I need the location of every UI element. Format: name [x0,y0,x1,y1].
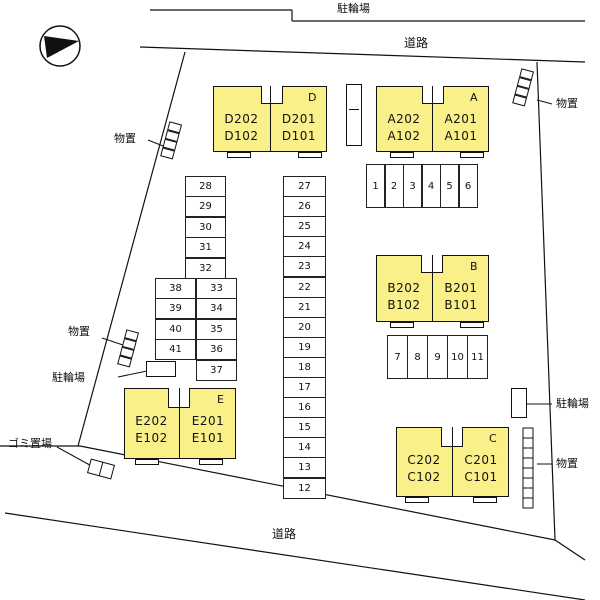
bike-parking-label-right: 駐輪場 [556,397,589,410]
storage-shed-right-top [512,68,535,107]
parking-space-23: 23 [283,256,326,278]
parking-space-28: 28 [185,176,226,197]
parking-space-29: 29 [185,196,226,218]
building-a-right-unit: A201 A101 [444,112,478,143]
building-e-letter: E [217,393,224,406]
parking-space-10: 10 [447,335,468,379]
parking-space-30: 30 [185,216,226,238]
parking-space-32: 32 [185,257,226,279]
parking-space-12: 12 [283,477,326,499]
parking-space-14: 14 [283,437,326,459]
storage-label-right-bottom: 物置 [556,457,578,470]
parking-space-27: 27 [283,176,326,197]
garbage-area [86,458,116,480]
building-c-letter: C [489,432,497,445]
parking-space-9: 9 [427,335,448,379]
parking-space-6: 6 [458,164,478,208]
parking-space-7: 7 [387,335,408,379]
bottom-road-label: 道路 [272,527,297,541]
site-boundary [536,61,556,541]
bike-parking-left [146,361,176,377]
parking-space-17: 17 [283,377,326,398]
building-a-left-unit: A202 A102 [387,112,421,143]
building-d-letter: D [308,91,317,104]
building-c-left-unit: C202 C102 [407,453,441,484]
parking-space-33: 33 [196,278,237,299]
storage-label-left-top: 物置 [114,132,136,145]
garbage-area-label: ゴミ置場 [8,437,52,450]
parking-space-26: 26 [283,196,326,218]
storage-shed-right-bottom [522,427,534,509]
parking-space-16: 16 [283,397,326,419]
north-arrow-icon [39,25,81,67]
parking-space-3: 3 [403,164,422,208]
site-boundary [77,51,186,447]
parking-space-25: 25 [283,216,326,238]
bottom-road-edge [4,512,586,600]
building-b-letter: B [470,260,478,273]
storage-shed-left-top [160,121,183,160]
parking-space-37: 37 [196,359,237,381]
parking-space-2: 2 [384,164,404,208]
parking-space-5: 5 [440,164,459,208]
bottom-road-edge [554,539,586,561]
building-b-right-unit: B201 B101 [444,281,478,312]
building-d-left-unit: D202 D102 [224,112,259,143]
parking-space-36: 36 [196,339,237,361]
bike-parking-label-top: 駐輪場 [337,2,370,15]
building-e-left-unit: E202 E102 [135,414,168,445]
storage-label-right-top: 物置 [556,97,578,110]
storage-label-left-mid: 物置 [68,325,90,338]
bike-parking-right [511,388,527,418]
building-d-right-unit: D201 D101 [281,112,317,143]
storage-shed-left-mid [117,329,140,368]
building-c-right-unit: C201 C101 [464,453,498,484]
parking-space-8: 8 [407,335,428,379]
parking-space-18: 18 [283,356,326,378]
parking-space-39: 39 [155,298,196,320]
top-road-label: 道路 [404,36,429,50]
parking-space-24: 24 [283,236,326,258]
bike-parking-label-left: 駐輪場 [52,371,85,384]
parking-space-38: 38 [155,278,196,299]
parking-space-13: 13 [283,457,326,479]
parking-space-19: 19 [283,336,326,358]
parking-space-4: 4 [421,164,441,208]
parking-space-31: 31 [185,237,226,259]
building-a-letter: A [470,91,478,104]
parking-space-11: 11 [467,335,488,379]
parking-space-34: 34 [196,298,237,320]
top-road-edge [139,46,586,63]
parking-space-22: 22 [283,276,326,298]
building-e-right-unit: E201 E101 [191,414,225,445]
parking-space-35: 35 [196,318,237,340]
parking-space-41: 41 [155,339,196,361]
bike-parking-top [346,84,362,146]
parking-space-40: 40 [155,318,196,340]
parking-space-1: 1 [366,164,385,208]
parking-space-21: 21 [283,296,326,318]
building-b-left-unit: B202 B102 [387,281,421,312]
parking-space-20: 20 [283,316,326,338]
parking-space-15: 15 [283,417,326,439]
